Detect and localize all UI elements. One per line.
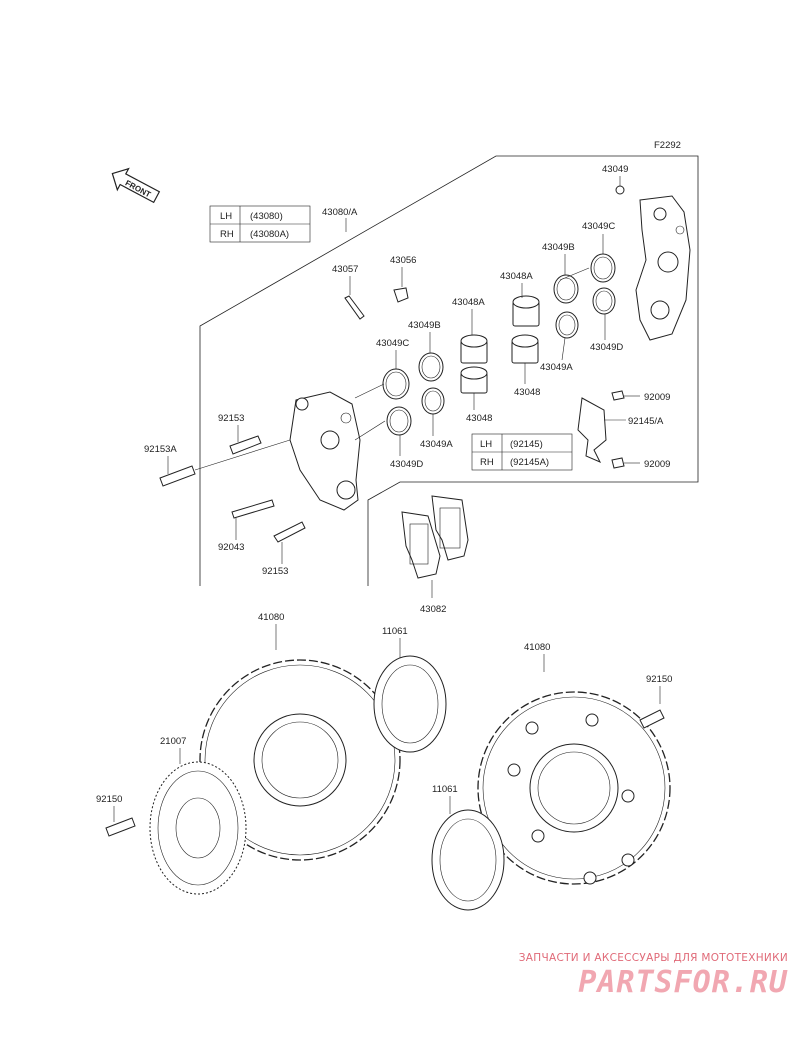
label-43049b-left: 43049B — [408, 320, 441, 331]
label-43049d-left: 43049D — [390, 459, 423, 470]
disc-bolt-92150-left — [105, 817, 136, 837]
bleeder-cap — [615, 185, 625, 195]
label-43049b-right: 43049B — [542, 242, 575, 253]
label-92043: 92043 — [218, 542, 244, 553]
caliper-half-left — [289, 391, 361, 511]
bracket-92145 — [577, 397, 607, 463]
seal-43049c-right — [590, 253, 616, 283]
caliper-bolt-92153 — [229, 435, 262, 455]
label-41080-left: 41080 — [258, 612, 284, 623]
front-arrow-icon: FRONT — [111, 167, 161, 204]
label-43049a-left: 43049A — [420, 439, 453, 450]
label-43049d-right: 43049D — [590, 342, 623, 353]
gasket-11061-lower — [431, 809, 505, 911]
label-43049c-right: 43049C — [582, 221, 615, 232]
bracket-side-table: LH (92145) RH (92145A) — [471, 433, 573, 471]
pad-pin — [344, 295, 365, 320]
seal-43049d-left — [386, 406, 412, 436]
watermark-subtitle: ЗАПЧАСТИ И АКСЕССУАРЫ ДЛЯ МОТОТЕХНИКИ — [518, 952, 788, 964]
label-43080a: 43080/A — [322, 207, 358, 218]
piston-43048-right — [511, 334, 539, 364]
label-92009-lower: 92009 — [644, 459, 670, 470]
label-43048-left: 43048 — [466, 413, 492, 424]
caliper-side-table: LH (43080) RH (43080A) — [209, 205, 311, 243]
label-41080-right: 41080 — [524, 642, 550, 653]
bracket-table-lh-part: (92145) — [510, 439, 543, 450]
bracket-table-rh-part: (92145A) — [510, 457, 549, 468]
screw-92009-lower — [611, 457, 625, 469]
bracket-table-lh: LH — [480, 439, 492, 450]
label-92153a: 92153A — [144, 444, 177, 455]
label-11061-lower: 11061 — [432, 784, 458, 795]
label-43049-top: 43049 — [602, 164, 628, 175]
caliper-half-right — [635, 195, 691, 341]
brake-pad-back — [431, 495, 469, 561]
watermark-brand-logo: PARTSFOR.RU — [578, 965, 788, 1000]
label-92009-upper: 92009 — [644, 392, 670, 403]
disc-bolt-92150-right — [639, 709, 665, 729]
screw-92009-upper — [611, 390, 625, 401]
watermark: ЗАПЧАСТИ И АКСЕССУАРЫ ДЛЯ МОТОТЕХНИКИ PA… — [488, 952, 788, 1000]
gasket-11061-upper — [373, 655, 447, 753]
seal-43049d-right — [592, 287, 616, 315]
label-43048-right: 43048 — [514, 387, 540, 398]
assembly-outline — [199, 155, 699, 586]
caliper-table-rh: RH — [220, 229, 234, 240]
seal-43049b-left — [418, 352, 444, 382]
piston-43048a-right — [512, 295, 540, 327]
label-43049a-right: 43049A — [540, 362, 573, 373]
caliper-table-lh: LH — [220, 211, 232, 222]
brake-disc-right — [477, 691, 671, 885]
label-43048a-left: 43048A — [452, 297, 485, 308]
bracket-table-rh: RH — [480, 457, 494, 468]
caliper-table-rh-part: (43080A) — [250, 229, 289, 240]
label-92150-left: 92150 — [96, 794, 122, 805]
label-92145a: 92145/A — [628, 416, 664, 427]
figure-code: F2292 — [654, 140, 681, 151]
abs-rotor-21007 — [149, 761, 247, 895]
label-21007: 21007 — [160, 736, 186, 747]
piston-43048a-left — [460, 334, 488, 364]
label-11061-upper: 11061 — [382, 626, 408, 637]
bleeder-valve — [393, 287, 409, 303]
piston-43048-left — [460, 366, 488, 394]
caliper-table-lh-part: (43080) — [250, 211, 283, 222]
label-92153: 92153 — [218, 413, 244, 424]
label-43048a-right: 43048A — [500, 271, 533, 282]
seal-43049b-right — [553, 274, 579, 304]
label-43057: 43057 — [332, 264, 358, 275]
mount-bolt-92153a — [159, 465, 196, 487]
brake-disc-left — [199, 659, 401, 861]
seal-43049a-right — [555, 311, 579, 339]
label-43049c-left: 43049C — [376, 338, 409, 349]
label-92150-right: 92150 — [646, 674, 672, 685]
label-92153-lower: 92153 — [262, 566, 288, 577]
pin-92043 — [231, 499, 275, 519]
seal-43049c-left — [382, 368, 410, 400]
caliper-bolt-92153-lower — [273, 521, 306, 543]
label-43056: 43056 — [390, 255, 416, 266]
label-43082: 43082 — [420, 604, 446, 615]
brake-pad-front — [401, 511, 441, 579]
